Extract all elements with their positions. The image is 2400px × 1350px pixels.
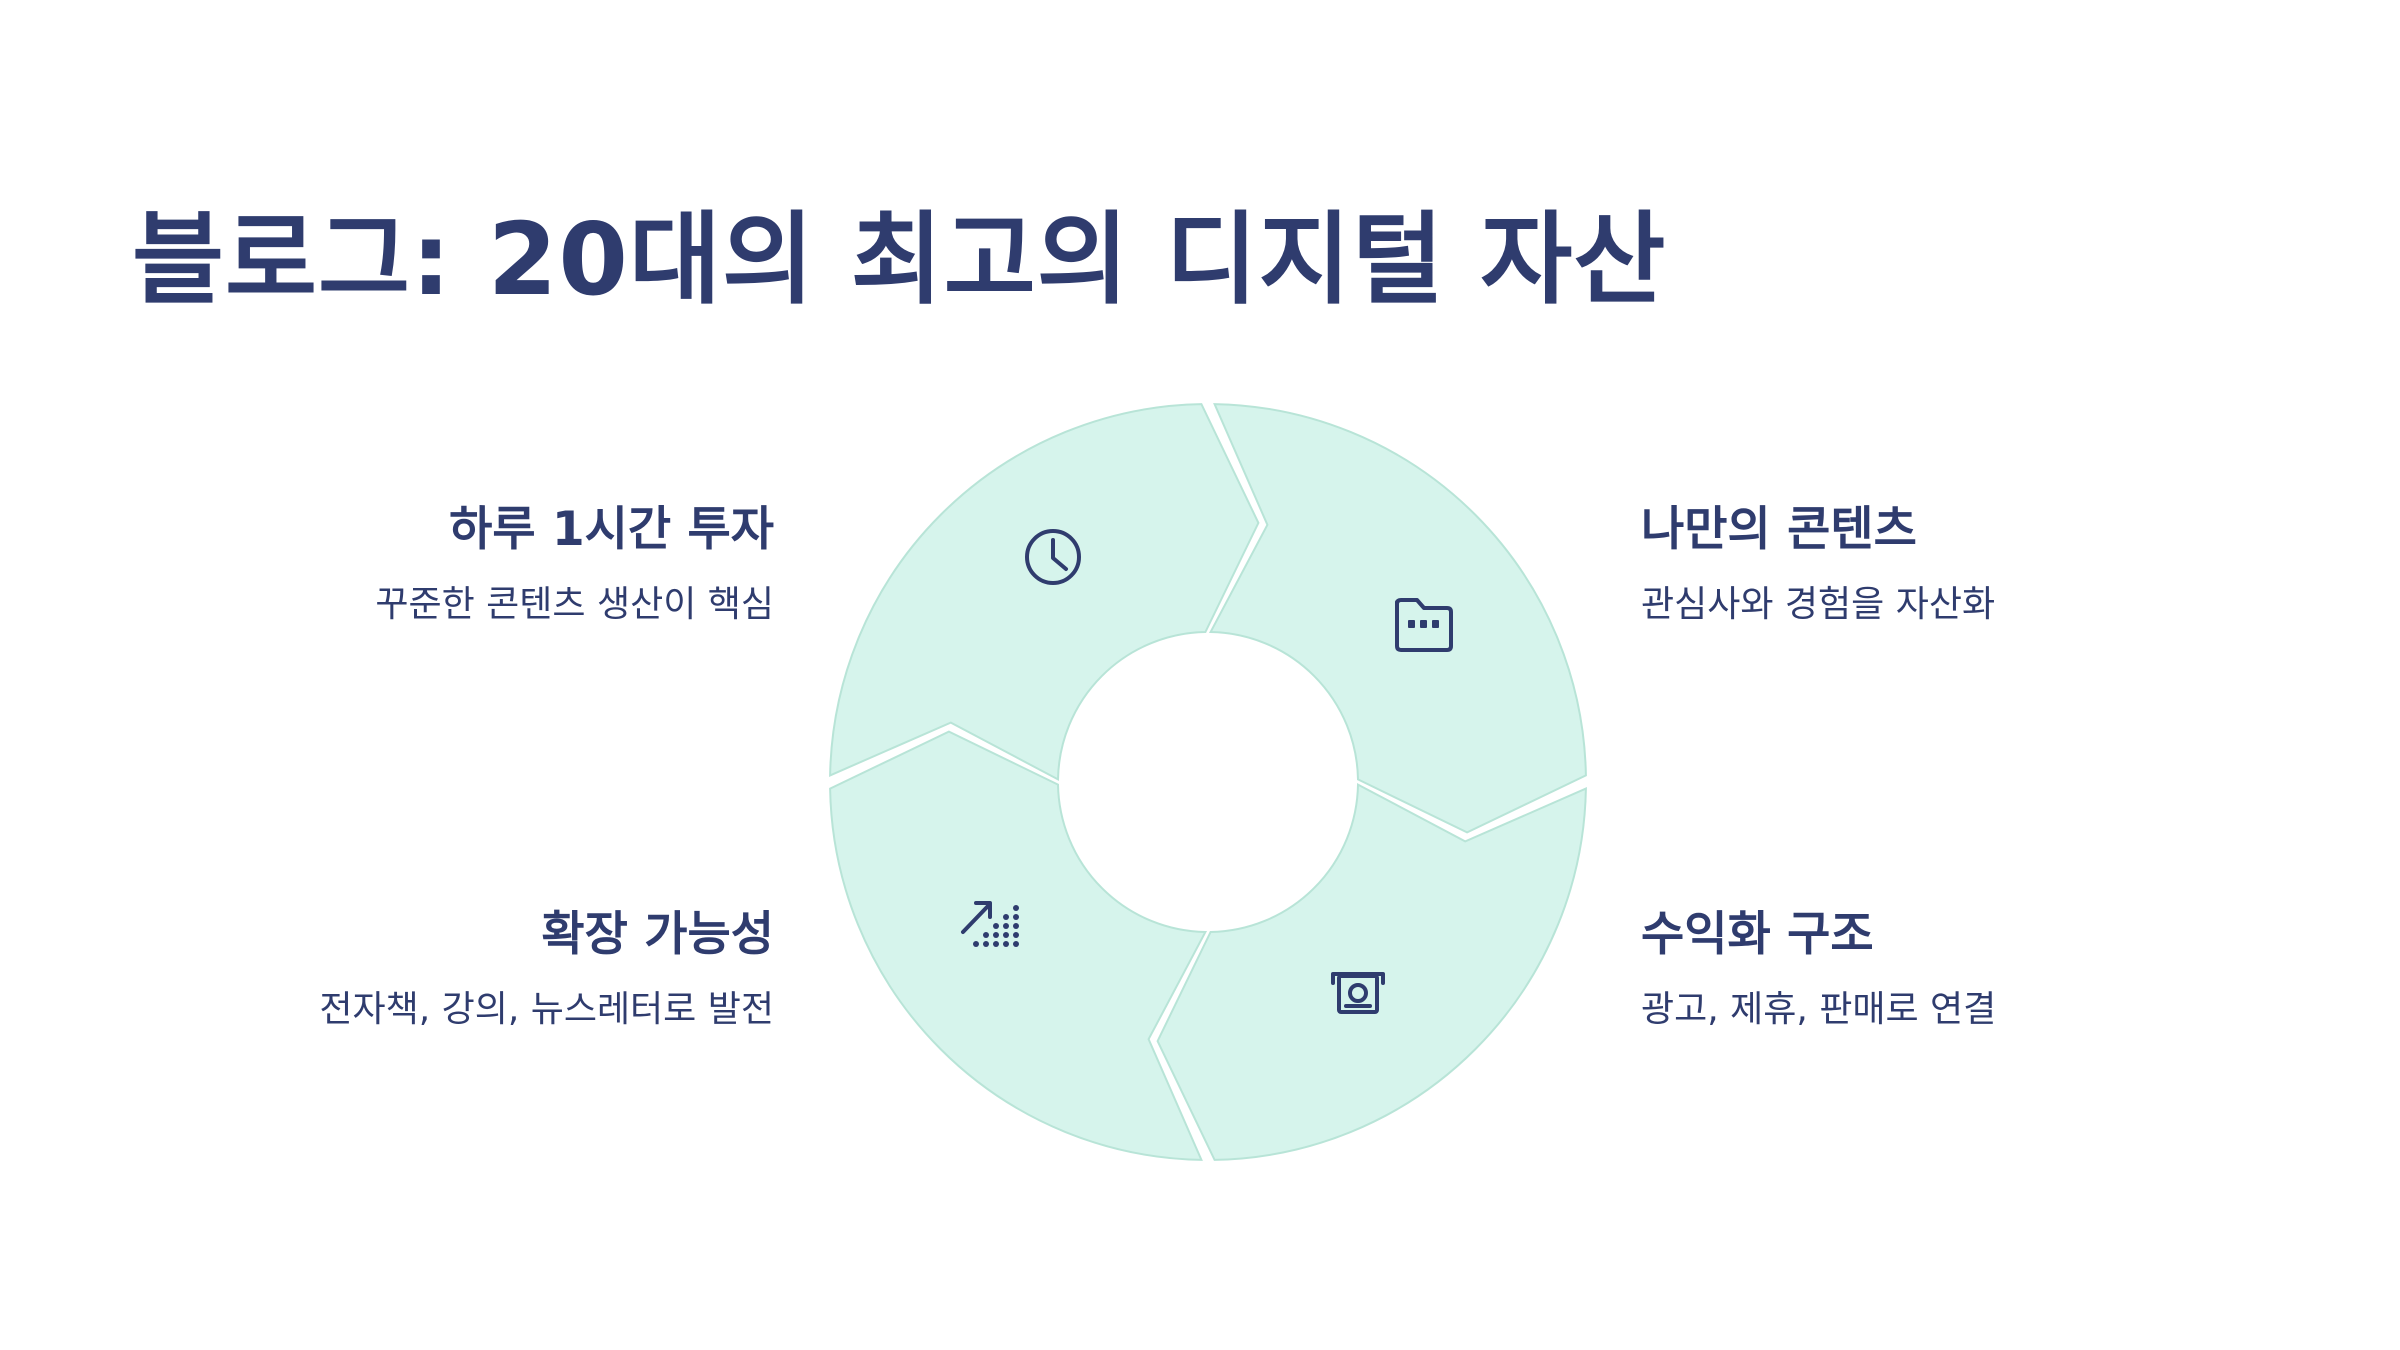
growth-chart-icon	[961, 901, 1019, 947]
step-heading: 확장 가능성	[541, 907, 774, 962]
step-description: 광고, 제휴, 판매로 연결	[1641, 989, 1997, 1030]
segment-invest	[829, 403, 1260, 782]
step-heading: 하루 1시간 투자	[449, 502, 774, 557]
step-description: 관심사와 경험을 자산화	[1641, 584, 1996, 625]
step-heading: 수익화 구조	[1641, 907, 1874, 962]
folder-icon	[1395, 598, 1453, 652]
step-heading: 나만의 콘텐츠	[1641, 502, 1917, 557]
page-title: 블로그: 20대의 최고의 디지털 자산	[132, 201, 1667, 318]
step-description: 꾸준한 콘텐츠 생산이 핵심	[375, 584, 774, 625]
step-invest-label: 하루 1시간 투자 꾸준한 콘텐츠 생산이 핵심	[74, 500, 774, 630]
money-icon	[1331, 972, 1385, 1014]
step-monetize-label: 수익화 구조 광고, 제휴, 판매로 연결	[1641, 905, 2341, 1035]
clock-icon	[1025, 529, 1081, 585]
step-content-label: 나만의 콘텐츠 관심사와 경험을 자산화	[1641, 500, 2341, 630]
step-description: 전자책, 강의, 뉴스레터로 발전	[319, 989, 774, 1030]
step-expand-label: 확장 가능성 전자책, 강의, 뉴스레터로 발전	[74, 905, 774, 1035]
cycle-segments	[829, 403, 1587, 1161]
